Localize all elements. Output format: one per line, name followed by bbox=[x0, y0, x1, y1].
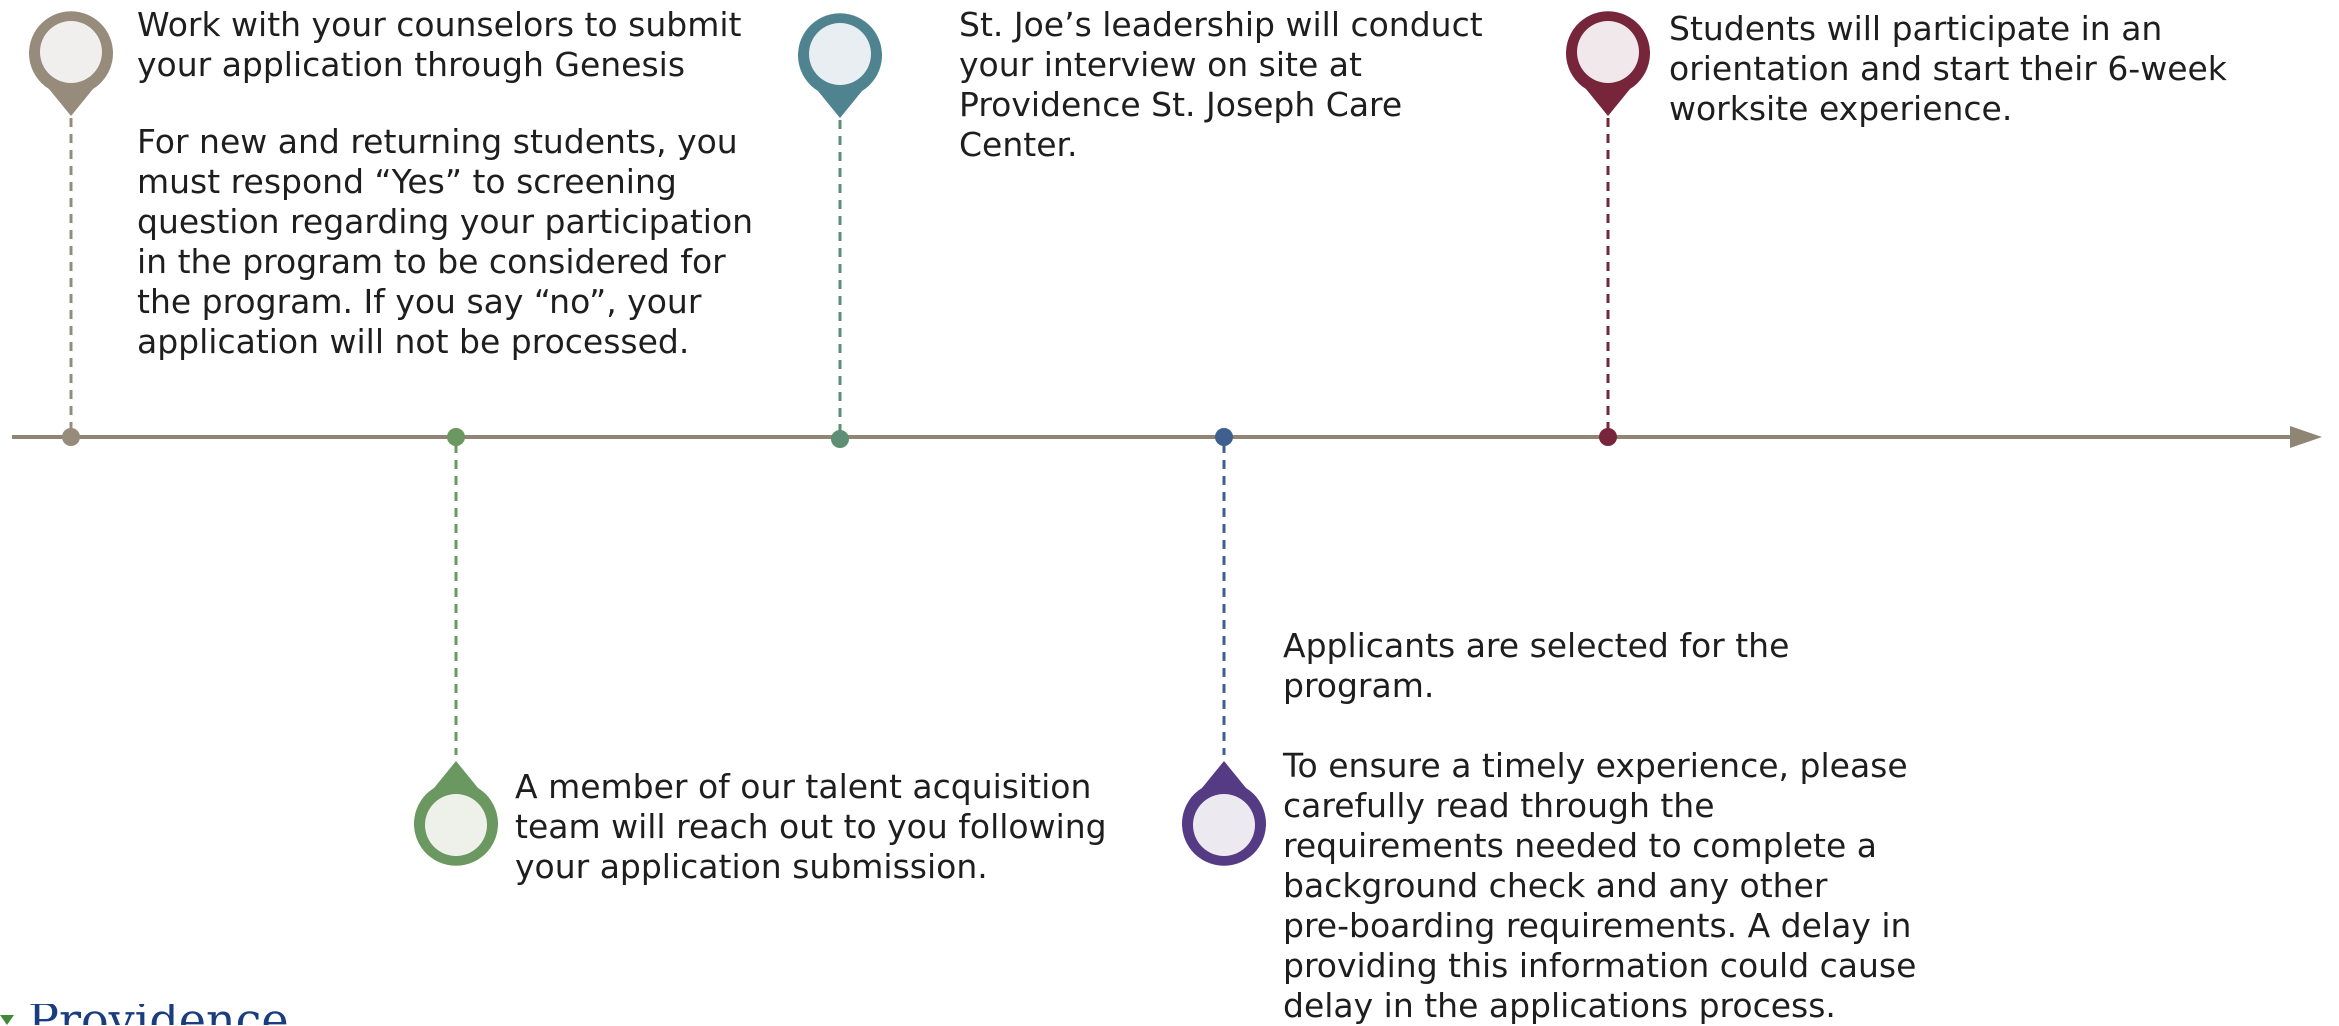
step1-text: Work with your counselors to submit your… bbox=[137, 5, 742, 84]
providence-logo: Providence bbox=[0, 1004, 289, 1025]
step3-text: St. Joe’s leadership will conduct your i… bbox=[959, 5, 1483, 164]
step4-axis-dot bbox=[1215, 428, 1233, 446]
step3-axis-dot bbox=[831, 430, 849, 448]
providence-logo-text: Providence bbox=[28, 1004, 289, 1025]
step4-note-text: To ensure a timely experience, please ca… bbox=[1283, 746, 1917, 1025]
step4-pin-icon bbox=[1182, 761, 1266, 866]
timeline-arrowhead bbox=[2290, 426, 2322, 448]
step4-text: Applicants are selected for the program. bbox=[1283, 626, 1790, 705]
step5-text: Students will participate in an orientat… bbox=[1669, 9, 2227, 128]
step2-axis-dot bbox=[447, 428, 465, 446]
step5-axis-dot bbox=[1599, 428, 1617, 446]
step1-pin-icon bbox=[29, 11, 113, 117]
providence-logo-icon bbox=[0, 1015, 14, 1025]
step3-pin-icon bbox=[798, 13, 882, 119]
step2-text: A member of our talent acquisition team … bbox=[515, 767, 1107, 886]
step1-note-text: For new and returning students, you must… bbox=[137, 122, 754, 361]
step2-pin-icon bbox=[414, 761, 498, 866]
step5-pin-icon bbox=[1566, 11, 1650, 117]
step1-axis-dot bbox=[62, 428, 80, 446]
